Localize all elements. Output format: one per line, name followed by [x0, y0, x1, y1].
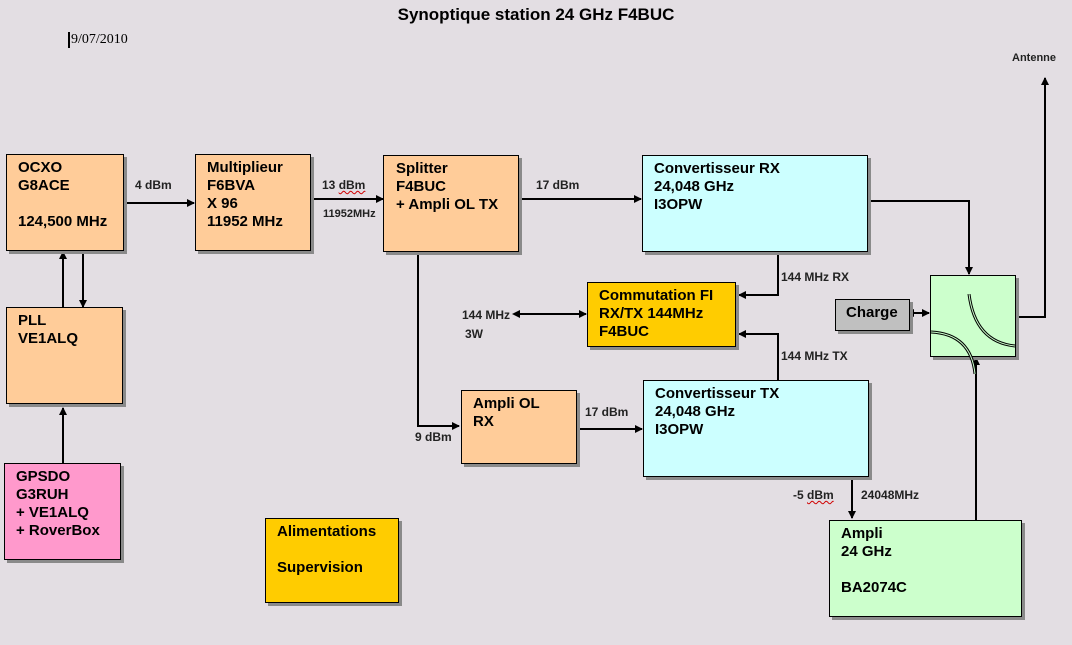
block-lo-amp-rx: Ampli OL RX [461, 390, 577, 464]
block-converter-tx: Convertisseur TX 24,048 GHz I3OPW [643, 380, 869, 477]
label-convtx-out-freq: 24048MHz [861, 488, 920, 502]
diagram-title: Synoptique station 24 GHz F4BUC [397, 5, 675, 24]
label-if-tx: 144 MHz TX [781, 349, 848, 363]
wire-splitter-ampliol [417, 252, 460, 430]
block-charge: Charge [835, 299, 910, 331]
label-if-port-freq: 144 MHz [462, 308, 511, 322]
wire-convrx-commutation [738, 252, 779, 299]
label-if-port-power: 3W [465, 327, 483, 341]
block-splitter: Splitter F4BUC + Ampli OL TX [383, 155, 519, 252]
block-amplifier-24ghz: Ampli 24 GHz BA2074C [829, 520, 1022, 617]
block-if-switch: Commutation FI RX/TX 144MHz F4BUC [587, 282, 736, 347]
wire-convrx-relay [869, 200, 973, 275]
block-power-supervision: Alimentations Supervision [265, 518, 399, 603]
label-ampli-ol-out: 17 dBm [585, 405, 629, 419]
label-mult-out-power: 13 dBm [322, 178, 366, 192]
label-if-rx: 144 MHz RX [781, 270, 850, 284]
label-antenna: Antenne [1012, 52, 1056, 64]
relay-switch-icon [930, 293, 1016, 375]
label-convtx-out-power: -5 dBm [793, 488, 834, 502]
block-converter-rx: Convertisseur RX 24,048 GHz I3OPW [642, 155, 868, 252]
wire-relay-antenna [1016, 77, 1049, 318]
block-pll: PLL VE1ALQ [6, 307, 123, 404]
label-splitter-out: 17 dBm [536, 178, 580, 192]
label-ocxo-out: 4 dBm [135, 178, 172, 192]
label-splitter-to-ampli: 9 dBm [415, 430, 452, 444]
block-multiplier: Multiplieur F6BVA X 96 11952 MHz [195, 154, 311, 251]
date-text: 9/07/2010 [68, 32, 128, 48]
block-gpsdo: GPSDO G3RUH + VE1ALQ + RoverBox [4, 463, 121, 560]
block-ocxo: OCXO G8ACE 124,500 MHz [6, 154, 124, 251]
wire-convtx-commutation [738, 330, 779, 381]
label-mult-out-freq: 11952MHz [323, 208, 376, 220]
coaxial-relay [930, 275, 1016, 375]
